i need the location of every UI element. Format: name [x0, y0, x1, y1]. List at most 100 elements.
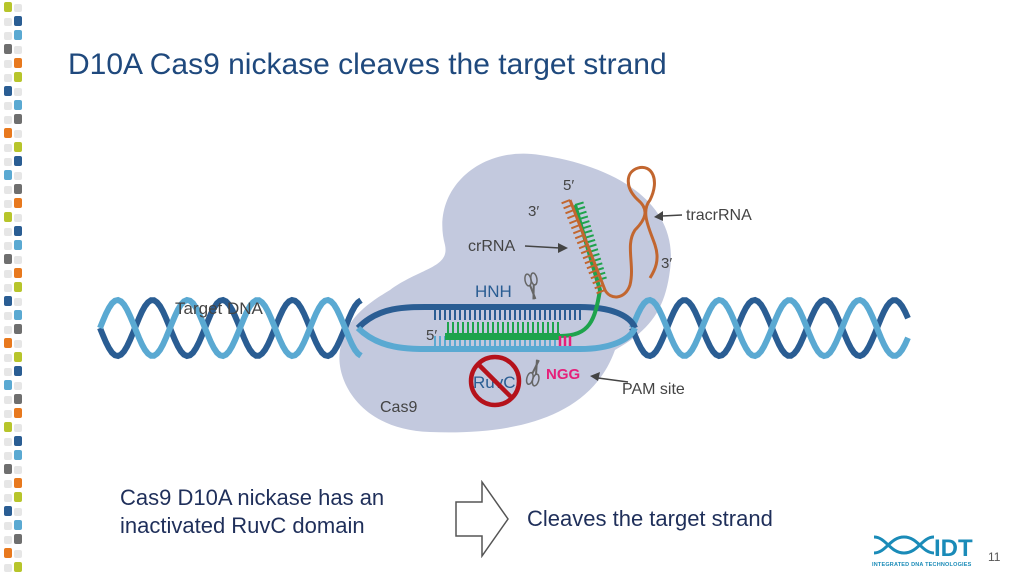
label-pam-site: PAM site — [622, 381, 685, 398]
strip-segment — [14, 394, 22, 404]
base-tick — [567, 214, 577, 220]
strip-segment — [14, 268, 22, 278]
base-tick — [574, 201, 584, 206]
prohibited-icon — [468, 354, 522, 408]
base-tick — [580, 220, 590, 225]
strip-segment — [4, 494, 12, 502]
strip-segment — [4, 326, 12, 334]
strip-segment — [4, 144, 12, 152]
strip-segment — [4, 464, 12, 474]
strip-segment — [4, 438, 12, 446]
strip-segment — [14, 382, 22, 390]
strip-segment — [14, 492, 22, 502]
crrna-connector — [559, 204, 603, 338]
slide-title: D10A Cas9 nickase cleaves the target str… — [68, 48, 667, 81]
scissors-icon — [524, 272, 538, 300]
strip-segment — [4, 74, 12, 82]
strip-segment — [14, 550, 22, 558]
label-5-prime-guide: 5′ — [426, 327, 437, 344]
dna-helix-left — [97, 296, 363, 360]
base-tick — [594, 284, 604, 290]
dna-helix-right — [629, 296, 911, 360]
base-tick — [588, 269, 598, 275]
caption-left: Cas9 D10A nickase has an inactivated Ruv… — [120, 484, 450, 540]
strip-segment — [14, 88, 22, 96]
strip-segment — [14, 72, 22, 82]
base-tick — [577, 210, 587, 216]
strip-segment — [14, 478, 22, 488]
strip-segment — [14, 184, 22, 194]
caption-left-line2: inactivated RuvC domain — [120, 513, 365, 538]
base-tick — [561, 199, 571, 205]
crrna-guide-bases — [447, 322, 559, 333]
base-tick — [578, 244, 588, 250]
strip-segment — [14, 424, 22, 432]
strip-segment — [14, 324, 22, 334]
strip-segment — [4, 270, 12, 278]
base-tick — [590, 274, 600, 280]
non-target-strand-bases — [434, 310, 581, 320]
strip-segment — [14, 352, 22, 362]
strip-segment — [4, 242, 12, 250]
right-arrow-icon — [455, 480, 509, 558]
strip-segment — [4, 312, 12, 320]
idt-logo-mark: IDT — [873, 535, 973, 562]
scissors-icon — [525, 359, 540, 387]
strip-segment — [14, 16, 22, 26]
strip-segment — [4, 422, 12, 432]
cas9-protein-shape — [339, 153, 671, 433]
strip-segment — [14, 100, 22, 110]
strip-segment — [4, 186, 12, 194]
tracrrna-pointer-line — [661, 214, 683, 217]
strip-segment — [4, 380, 12, 390]
idt-logo-text: IDT — [934, 535, 973, 562]
label-hnh: HNH — [475, 282, 512, 301]
base-tick — [584, 234, 594, 239]
strip-segment — [14, 4, 22, 12]
idt-logo-tagline: INTEGRATED DNA TECHNOLOGIES — [872, 562, 972, 568]
caption-right: Cleaves the target strand — [527, 506, 773, 531]
strip-segment — [14, 408, 22, 418]
page-number: 11 — [988, 550, 1001, 564]
strip-segment — [14, 282, 22, 292]
pam-pointer-arrowhead — [590, 372, 600, 381]
base-tick — [582, 254, 592, 260]
crrna-pointer-arrowhead — [558, 243, 568, 253]
strip-segment — [4, 354, 12, 362]
strip-segment — [14, 172, 22, 180]
strip-segment — [4, 158, 12, 166]
strip-segment — [4, 60, 12, 68]
non-target-strand — [355, 303, 638, 331]
strip-segment — [4, 86, 12, 96]
crrna-pointer-line — [524, 245, 561, 249]
strip-segment — [4, 480, 12, 488]
strip-segment — [14, 508, 22, 516]
base-tick — [581, 224, 592, 230]
strip-segment — [4, 18, 12, 26]
strip-segment — [4, 536, 12, 544]
strip-segment — [14, 298, 22, 306]
crrna-guide-bar — [445, 333, 560, 340]
base-tick — [592, 279, 602, 285]
strip-segment — [14, 450, 22, 460]
strip-segment — [4, 522, 12, 530]
strip-segment — [14, 156, 22, 166]
label-5-prime-top: 5′ — [563, 177, 574, 194]
strip-segment — [14, 130, 22, 138]
strip-segment — [14, 366, 22, 376]
strip-segment — [4, 452, 12, 460]
base-tick — [586, 264, 596, 270]
base-tick — [576, 206, 586, 211]
strip-segment — [4, 128, 12, 138]
pam-ngg-bases — [558, 336, 572, 346]
tracrrna-strand — [568, 165, 659, 299]
base-tick — [579, 215, 589, 221]
base-tick — [574, 234, 584, 240]
strip-segment — [14, 214, 22, 222]
strip-segment — [4, 116, 12, 124]
strip-segment — [14, 256, 22, 264]
caption-left-line1: Cas9 D10A nickase has an — [120, 485, 385, 510]
strip-segment — [14, 58, 22, 68]
base-tick — [565, 209, 575, 215]
strip-segment — [4, 296, 12, 306]
